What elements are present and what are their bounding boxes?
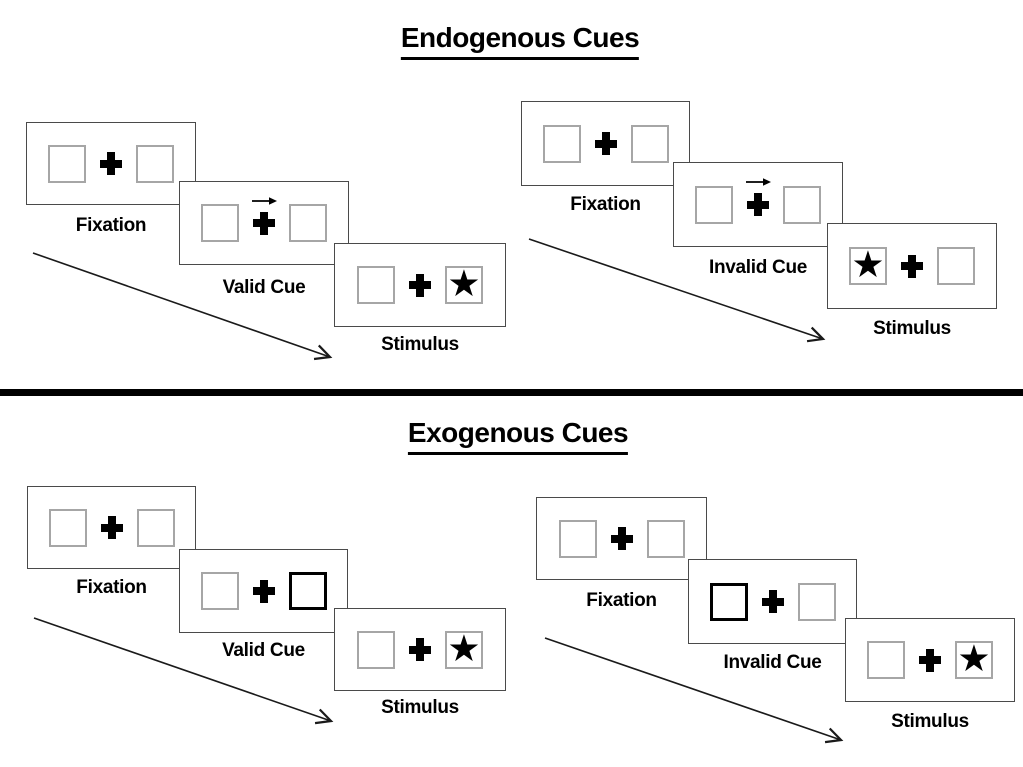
fixation-cross-icon bbox=[919, 648, 941, 672]
fixation-label: Fixation bbox=[75, 215, 147, 236]
exogenous-valid-fixation-panel bbox=[27, 486, 196, 569]
left-placeholder-box bbox=[357, 630, 395, 669]
right-placeholder-box bbox=[783, 185, 821, 224]
right-placeholder-box: ★ bbox=[445, 627, 483, 669]
right-placeholder-box bbox=[937, 247, 975, 285]
fixation-cross-icon bbox=[409, 273, 431, 297]
exogenous-invalid-fixation-panel bbox=[536, 497, 707, 580]
fixation-cross-icon bbox=[610, 527, 633, 550]
fixation-cross-icon bbox=[594, 132, 617, 155]
timeline-arrow-icon bbox=[544, 637, 844, 744]
fixation-cross-icon bbox=[100, 516, 123, 539]
timeline-arrow-icon bbox=[33, 617, 334, 725]
stimulus-label: Stimulus bbox=[381, 334, 459, 355]
left-placeholder-box bbox=[201, 204, 239, 242]
valid-cue-label: Valid Cue bbox=[222, 277, 306, 298]
left-placeholder-box bbox=[542, 124, 581, 163]
section-divider bbox=[0, 389, 1023, 396]
fixation-cross-icon bbox=[100, 152, 122, 175]
timeline-arrow-icon bbox=[528, 238, 826, 343]
stimulus-label: Stimulus bbox=[891, 711, 969, 732]
left-placeholder-box bbox=[48, 508, 87, 547]
right-placeholder-box bbox=[630, 124, 669, 163]
right-placeholder-box bbox=[646, 519, 685, 558]
fixation-cross-icon bbox=[761, 590, 784, 613]
star-icon: ★ bbox=[851, 244, 885, 285]
left-placeholder-box bbox=[867, 641, 905, 679]
right-placeholder-box bbox=[136, 144, 174, 183]
exogenous-invalid-cue-panel bbox=[688, 559, 857, 644]
left-placeholder-box bbox=[357, 266, 395, 304]
stimulus-label: Stimulus bbox=[381, 697, 459, 718]
fixation-label: Fixation bbox=[570, 194, 641, 215]
fixation-label: Fixation bbox=[586, 590, 657, 611]
fixation-cross-icon bbox=[253, 211, 275, 235]
right-placeholder-box: ★ bbox=[955, 638, 993, 679]
endogenous-invalid-fixation-panel bbox=[521, 101, 690, 186]
cue-arrow-icon bbox=[746, 178, 771, 186]
star-icon: ★ bbox=[447, 263, 481, 304]
left-placeholder-box bbox=[558, 519, 597, 558]
left-placeholder-box bbox=[48, 144, 86, 183]
valid-cue-label: Valid Cue bbox=[222, 640, 305, 661]
timeline-arrow-icon bbox=[32, 252, 333, 361]
fixation-cross-icon bbox=[252, 579, 275, 603]
invalid-cue-label: Invalid Cue bbox=[723, 652, 822, 673]
cue-highlight-box bbox=[288, 572, 327, 610]
exogenous-invalid-stimulus-panel: ★ bbox=[845, 618, 1015, 702]
cue-arrow-icon bbox=[252, 197, 277, 205]
left-placeholder-box: ★ bbox=[849, 244, 887, 285]
endogenous-valid-cue-panel bbox=[179, 181, 349, 265]
endogenous-invalid-stimulus-panel: ★ bbox=[827, 223, 997, 309]
exogenous-title: Exogenous Cues bbox=[407, 417, 629, 455]
endogenous-valid-fixation-panel bbox=[26, 122, 196, 205]
exogenous-valid-stimulus-panel: ★ bbox=[334, 608, 506, 691]
right-placeholder-box bbox=[136, 508, 175, 547]
right-placeholder-box bbox=[289, 204, 327, 242]
right-placeholder-box: ★ bbox=[445, 263, 483, 304]
endogenous-title: Endogenous Cues bbox=[400, 22, 640, 60]
endogenous-invalid-cue-panel bbox=[673, 162, 843, 247]
fixation-cross-icon bbox=[901, 254, 923, 278]
left-placeholder-box bbox=[200, 572, 239, 610]
invalid-cue-label: Invalid Cue bbox=[708, 257, 808, 278]
fixation-label: Fixation bbox=[76, 577, 147, 598]
endogenous-valid-stimulus-panel: ★ bbox=[334, 243, 506, 327]
right-placeholder-box bbox=[797, 582, 836, 621]
exogenous-valid-cue-panel bbox=[179, 549, 348, 633]
fixation-cross-icon bbox=[409, 638, 431, 661]
stimulus-label: Stimulus bbox=[873, 318, 951, 339]
cue-highlight-box bbox=[709, 582, 748, 621]
star-icon: ★ bbox=[447, 627, 481, 669]
star-icon: ★ bbox=[957, 638, 991, 679]
left-placeholder-box bbox=[695, 185, 733, 224]
fixation-cross-icon bbox=[747, 193, 769, 216]
